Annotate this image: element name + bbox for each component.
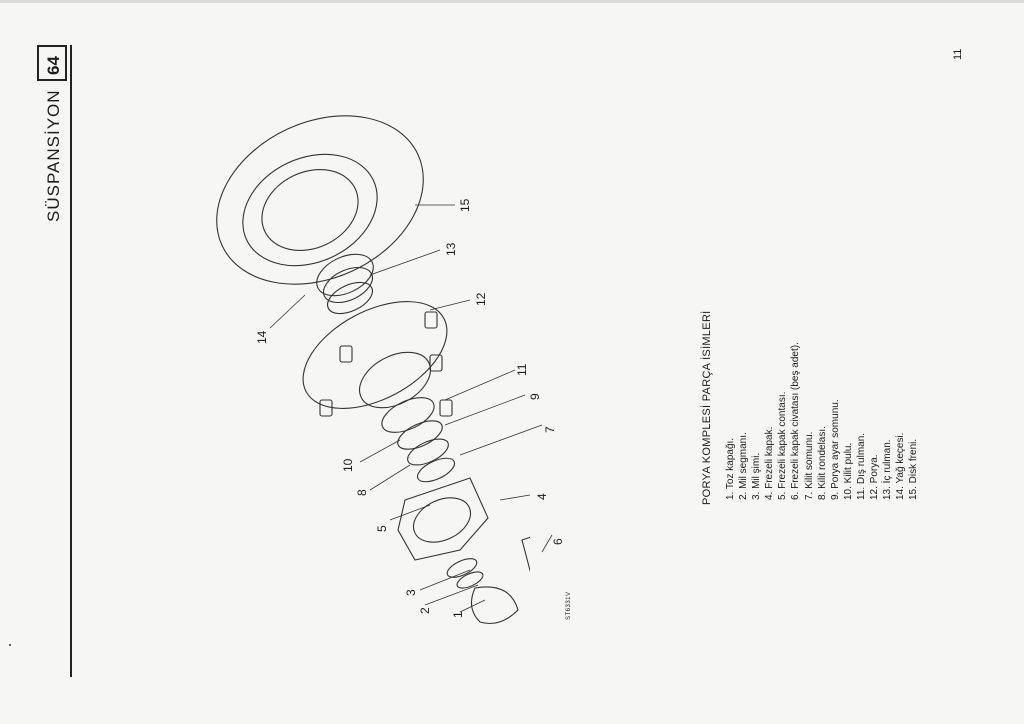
leader-2 (424, 584, 479, 606)
disc-brake-inner (242, 153, 378, 267)
shaft-shim (446, 558, 478, 578)
scan-edge (0, 0, 1024, 3)
list-item: 14. Yağ keçesi. (895, 432, 907, 500)
list-item: 7. Kilit somunu. (803, 431, 815, 500)
outer-bearing (381, 397, 435, 433)
leader-10 (359, 439, 401, 463)
list-item: 13. İç rulman. (882, 439, 894, 500)
hub-flange (302, 301, 448, 409)
callout-11: 11 (515, 363, 529, 376)
callout-12: 12 (474, 292, 488, 306)
callout-2: 2 (418, 607, 432, 614)
list-item: 10. Kilit pulu. (842, 442, 854, 500)
callout-10: 10 (341, 458, 355, 472)
leader-3 (419, 569, 471, 591)
list-item: 8. Kilit rondelası. (816, 426, 828, 500)
leader-6 (541, 534, 553, 553)
header-rule (70, 45, 72, 677)
callout-4: 4 (535, 493, 549, 500)
splined-cap (397, 477, 489, 561)
inner-bearing (316, 253, 374, 297)
list-item: 11. Dış rulman. (855, 432, 867, 500)
chapter-number-box: 64 (37, 45, 67, 81)
splined-cap-face (412, 497, 472, 543)
parts-list: 1. Toz kapağı. 2. Mil segmanı. 3. Mil şi… (724, 342, 920, 500)
wheel-stud-1 (424, 311, 438, 329)
leader-7 (459, 424, 543, 456)
list-item: 15. Disk freni. (908, 438, 920, 500)
hub-boss (359, 351, 431, 409)
list-item: 3. Mil şimi. (751, 452, 763, 500)
lock-nut (416, 457, 456, 483)
list-item: 6. Frezeli kapak civatası (beş adet). (790, 342, 802, 500)
scan-speck (9, 644, 11, 646)
callout-3: 3 (404, 589, 418, 596)
list-item: 2. Mil segmanı. (738, 432, 750, 500)
adjusting-nut (407, 438, 449, 466)
callout-5: 5 (375, 525, 389, 532)
callout-9: 9 (528, 393, 542, 400)
inner-bearing-race (323, 266, 373, 304)
leader-5 (389, 504, 431, 521)
drawing-code: ST6331V (566, 591, 572, 620)
shaft-circlip (456, 571, 484, 589)
wheel-stud-2 (429, 354, 443, 372)
disc-hub-ring (261, 169, 359, 251)
oil-seal (327, 281, 373, 315)
leader-11 (444, 369, 516, 401)
leader-9 (444, 394, 526, 426)
leader-12 (429, 299, 471, 311)
callout-7: 7 (543, 426, 557, 433)
list-item: 1. Toz kapağı. (725, 437, 736, 500)
parts-list-title: PORYA KOMPLESİ PARÇA İSİMLERİ (701, 310, 713, 505)
wheel-stud-4 (319, 399, 333, 417)
leader-13 (369, 249, 441, 276)
leader-1 (459, 599, 486, 613)
list-item: 9. Porya ayar somunu. (829, 399, 841, 500)
leader-8 (369, 464, 411, 491)
list-item: 12. Porya. (869, 454, 881, 500)
callout-14: 14 (255, 330, 269, 344)
callout-15: 15 (458, 198, 472, 212)
callout-13: 13 (444, 242, 458, 256)
disc-brake-outline (216, 115, 424, 285)
leader-14 (269, 294, 306, 329)
callout-8: 8 (355, 489, 369, 496)
callout-1: 1 (451, 611, 465, 618)
lock-washer (397, 420, 443, 450)
leader-4 (499, 494, 531, 501)
list-item: 5. Frezeli kapak contası. (777, 391, 789, 500)
list-item: 4. Frezeli kapak. (764, 426, 776, 500)
wheel-stud-3 (339, 345, 353, 363)
callout-6: 6 (551, 538, 565, 545)
cap-bolt (521, 536, 530, 573)
